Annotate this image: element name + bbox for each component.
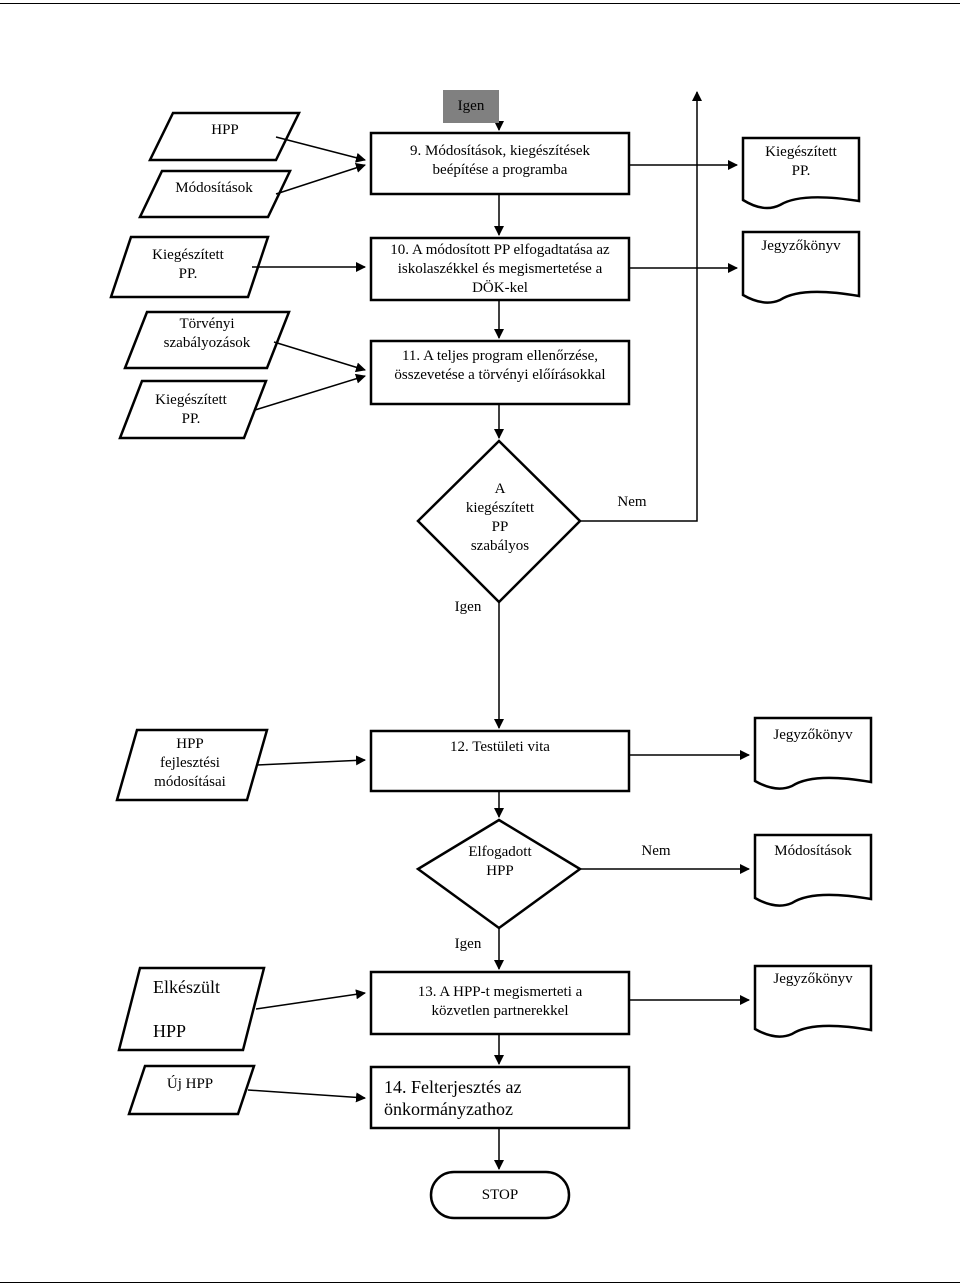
output-kiegeszitett-pp-line-1: Kiegészített — [765, 144, 837, 160]
output-jegyzokonyv-1-label: Jegyzőkönyv — [743, 237, 859, 261]
input-torvenyi-line-2: szabályozások — [163, 335, 251, 351]
top-page-border — [0, 3, 960, 4]
input-elkeszult-line-1: Elkészült — [153, 977, 220, 997]
input-kiegeszitett-1-line-2: PP. — [178, 266, 198, 282]
input-hpp-fejlesztesi-line-2: fejlesztési — [160, 754, 220, 771]
step-11-shape — [369, 339, 631, 406]
stop-terminal-shape — [429, 1170, 571, 1220]
igen-top-label: Igen — [443, 90, 499, 123]
step-12-label: 12. Testületi vita — [373, 735, 627, 759]
connector-modositasok — [275, 163, 366, 195]
output-jegyzokonyv-3-label: Jegyzőkönyv — [755, 970, 871, 994]
output-jegyzokonyv-3-line: Jegyzőkönyv — [773, 971, 853, 987]
input-hpp-shape — [147, 111, 302, 162]
connector-hpp — [275, 136, 366, 163]
input-hpp-fejlesztesi-label: HPP fejlesztési módosításai — [125, 733, 255, 793]
input-uj-hpp-shape — [127, 1064, 256, 1116]
input-uj-hpp-line: Új HPP — [166, 1075, 214, 1092]
output-modositasok-label: Módosítások — [755, 842, 871, 866]
output-kiegeszitett-pp-label: Kiegészített PP. — [743, 143, 859, 187]
step-13-line-1: 13. A HPP-t megismerteti a — [417, 984, 583, 1000]
connector-hpp-fejlesztesi — [256, 755, 366, 766]
step-13-label: 13. A HPP-t megismerteti a közvetlen par… — [373, 981, 627, 1023]
output-jegyzokonyv-1-line: Jegyzőkönyv — [761, 238, 841, 254]
step-10-line-3: DÖK-kel — [472, 279, 528, 296]
input-torvenyi-label: Törvényi szabályozások — [132, 312, 282, 356]
input-uj-hpp-label: Új HPP — [140, 1072, 240, 1096]
decision-1-yes-label: Igen — [454, 598, 482, 615]
output-modositasok-line: Módosítások — [774, 843, 852, 859]
step-14-line-1: 14. Felterjesztés az — [384, 1077, 522, 1097]
input-torvenyi-line-1: Törvényi — [179, 316, 235, 332]
step-9-line-1: 9. Módosítások, kiegészítések — [410, 143, 590, 159]
bottom-page-border — [0, 1282, 960, 1283]
step-10-shape — [369, 236, 631, 302]
output-kiegeszitett-pp-shape — [741, 136, 861, 210]
connector-kiegeszitett-2 — [254, 373, 366, 411]
decision-1-no-label: Nem — [617, 493, 647, 510]
input-kiegeszitett-2-line-1: Kiegészített — [155, 392, 227, 408]
stop-label: STOP — [431, 1183, 569, 1207]
input-modositasok-label: Módosítások — [150, 176, 278, 200]
input-modositasok-shape — [138, 169, 292, 219]
step-14-label: 14. Felterjesztés az önkormányzathoz — [384, 1075, 624, 1121]
stop-line: STOP — [481, 1186, 519, 1203]
step-11-line-1: 11. A teljes program ellenőrzése, — [401, 348, 599, 364]
flow-decision-1-no-loop — [580, 91, 702, 522]
step-14-shape — [369, 1065, 631, 1130]
step-13-shape — [369, 970, 631, 1036]
connector-uj-hpp — [247, 1089, 366, 1103]
input-kiegeszitett-2-line-2: PP. — [181, 411, 201, 427]
step-12-shape — [369, 729, 631, 793]
step-12-line: 12. Testületi vita — [450, 738, 550, 755]
input-kiegeszitett-1-shape — [109, 235, 270, 299]
input-hpp-fejlesztesi-line-3: módosításai — [154, 773, 226, 790]
decision-1-line-1: A — [494, 481, 506, 497]
input-hpp-fejlesztesi-line-1: HPP — [176, 735, 204, 752]
decision-2-no-label: Nem — [641, 842, 671, 859]
input-hpp-line: HPP — [211, 121, 239, 138]
output-jegyzokonyv-1-shape — [741, 230, 861, 304]
input-kiegeszitett-1-label: Kiegészített PP. — [118, 243, 258, 287]
step-9-label: 9. Módosítások, kiegészítések beépítése … — [373, 137, 627, 185]
output-modositasok-shape — [753, 833, 873, 907]
input-torvenyi-shape — [123, 310, 291, 370]
connector-elkeszult — [255, 989, 366, 1010]
decision-2-line-2: HPP — [486, 863, 514, 879]
step-9-line-2: beépítése a programba — [432, 162, 568, 178]
step-10-line-1: 10. A módosított PP elfogadtatása az — [390, 241, 610, 258]
input-elkeszult-shape — [117, 966, 266, 1052]
input-kiegeszitett-2-shape — [118, 379, 268, 440]
decision-1-line-3: PP — [491, 519, 509, 535]
output-jegyzokonyv-2-shape — [753, 716, 873, 790]
input-elkeszult-label: Elkészült HPP — [153, 976, 253, 1042]
decision-1-line-4: szabályos — [470, 538, 530, 554]
decision-2-line-1: Elfogadott — [468, 844, 532, 860]
input-hpp-label: HPP — [165, 118, 285, 142]
output-jegyzokonyv-3-shape — [753, 964, 873, 1038]
step-14-line-2: önkormányzathoz — [384, 1099, 513, 1119]
output-kiegeszitett-pp-line-2: PP. — [791, 163, 811, 179]
input-kiegeszitett-1-line-1: Kiegészített — [152, 247, 224, 263]
input-elkeszult-line-2: HPP — [153, 1021, 187, 1041]
decision-1-label: A kiegészített PP szabályos — [440, 479, 560, 557]
output-jegyzokonyv-2-line: Jegyzőkönyv — [773, 727, 853, 743]
input-modositasok-line: Módosítások — [175, 179, 253, 196]
step-10-label: 10. A módosított PP elfogadtatása az isk… — [373, 239, 627, 299]
input-kiegeszitett-2-label: Kiegészített PP. — [125, 388, 257, 432]
decision-2-label: Elfogadott HPP — [440, 841, 560, 883]
step-9-shape — [369, 131, 631, 196]
step-10-line-2: iskolaszékkel és megismertetése a — [397, 260, 603, 277]
step-11-line-2: összevetése a törvényi előírásokkal — [394, 367, 606, 383]
decision-2-yes-label: Igen — [454, 935, 482, 952]
decision-1-line-2: kiegészített — [465, 500, 535, 516]
step-11-label: 11. A teljes program ellenőrzése, összev… — [373, 345, 627, 387]
step-13-line-2: közvetlen partnerekkel — [431, 1003, 569, 1019]
output-jegyzokonyv-2-label: Jegyzőkönyv — [755, 726, 871, 750]
input-hpp-fejlesztesi-shape — [115, 728, 269, 802]
connector-torvenyi — [273, 341, 366, 373]
